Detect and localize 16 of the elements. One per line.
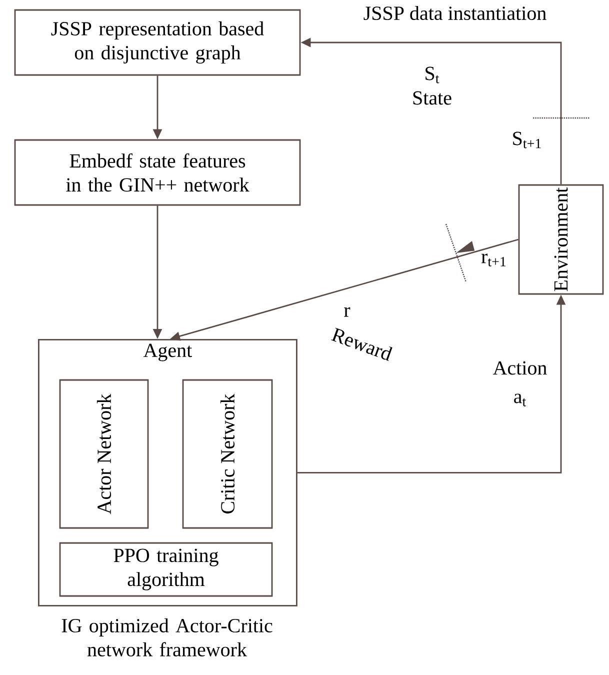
signal-label: Reward <box>331 328 392 361</box>
edge-label: JSSP data instantiation <box>362 4 548 22</box>
edge-label: r$_{t+1}$ <box>480 252 508 268</box>
process-box: Actor Network <box>59 379 149 529</box>
process-box: PPO training algorithm <box>59 542 273 597</box>
signal-label: r <box>344 307 350 317</box>
signal-label: State <box>413 91 452 105</box>
node-label: IG optimized Actor-Critic network framework <box>62 618 272 656</box>
signal-label: S$_{t+1}$ <box>513 132 541 148</box>
signal-label: S$_{t}$ <box>426 66 440 84</box>
process-box: Embedf state features in the GIN++ network <box>14 139 301 206</box>
signal-label: a$_{t}$ <box>514 394 526 406</box>
process-box: Critic Network <box>182 379 273 529</box>
process-box: JSSP representation based on disjunctive graph <box>14 9 301 76</box>
process-box: Environment <box>518 184 604 295</box>
edge-label: Action <box>492 360 548 376</box>
